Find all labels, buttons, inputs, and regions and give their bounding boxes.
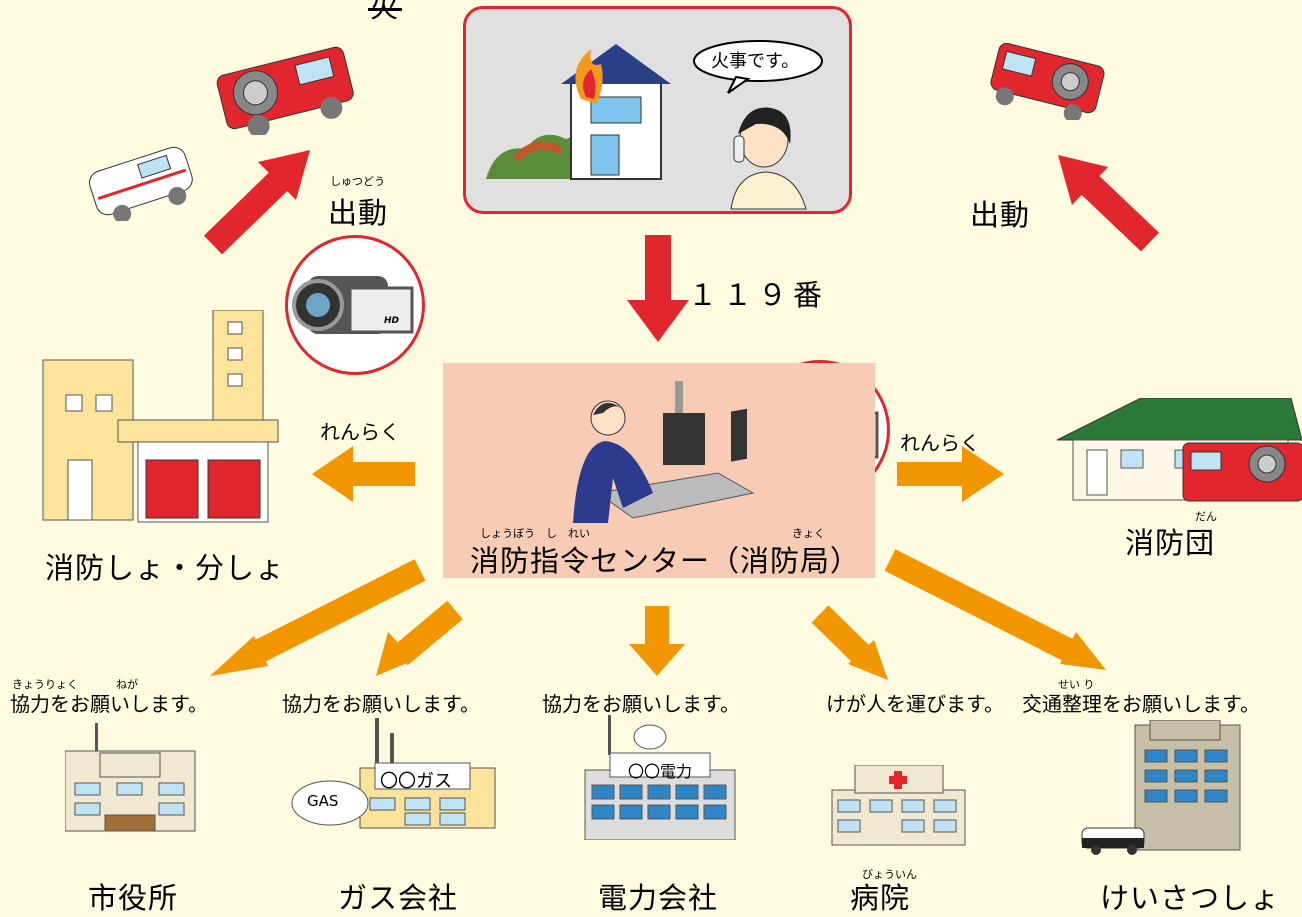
power-company-label: 電力会社	[598, 881, 719, 915]
police-label: けいさつしょ	[1100, 881, 1281, 915]
fire-scene-panel: 火事です。	[463, 6, 852, 214]
power-company-illustration	[584, 715, 736, 840]
fire-brigade-engine-icon	[990, 42, 1105, 120]
dispatch-left-ruby: しゅつどう	[330, 175, 385, 188]
hospital-name-ruby: びょういん	[862, 868, 917, 881]
camera-circle-left: HD	[285, 235, 425, 375]
top-underline	[368, 8, 402, 11]
arrow-to-police	[884, 549, 1106, 670]
contact-left-label: れんらく	[320, 420, 400, 444]
fire-brigade-house-illustration	[1056, 398, 1302, 502]
top-partial-glyph: 火	[370, 0, 399, 24]
dispatch-arrow-left	[203, 150, 310, 255]
contact-arrow-left	[312, 446, 415, 502]
fire-station-label: 消防しょ・分しょ	[45, 551, 286, 585]
dispatch-left-label: 出動	[328, 196, 389, 230]
city-hall-label: 市役所	[88, 881, 179, 915]
arrow-to-hospital	[811, 605, 888, 680]
arrow-to-power-company	[629, 606, 685, 676]
city-hall-illustration	[65, 723, 196, 832]
hospital-message: けが人を運びます。	[826, 692, 1004, 716]
dispatcher-illustration	[573, 381, 755, 523]
video-camera-icon	[292, 276, 414, 334]
fire-station-illustration	[42, 310, 279, 523]
dispatch-arrow-right	[1058, 155, 1159, 252]
police-message: 交通整理をお願いします。	[1022, 692, 1260, 716]
gas-company-label: ガス会社	[338, 881, 459, 915]
contact-arrow-right	[897, 446, 1004, 502]
power-sign-text: 〇〇電力	[628, 762, 693, 781]
gas-sign-text: 〇〇ガス	[380, 771, 452, 792]
power-company-message: 協力をお願いします。	[542, 692, 740, 716]
arrow-to-gas-company	[376, 600, 463, 676]
arrow-to-city-hall	[210, 559, 426, 676]
gas-company-illustration	[291, 718, 496, 829]
police-msg-ruby: せい り	[1058, 678, 1095, 691]
call-arrow-down	[627, 235, 689, 342]
dispatch-right-label: 出動	[970, 198, 1031, 232]
city-hall-msg-ruby-1: きょうりょく	[12, 678, 78, 691]
center-ruby-shobo-shirei: しょうぼう し れい	[480, 527, 590, 540]
command-center-title: 消防指令センター（消防局）	[470, 544, 861, 578]
fire-brigade-label: 消防団	[1125, 526, 1216, 560]
burning-house-illustration	[486, 44, 671, 180]
center-ruby-kyoku: きょく	[792, 527, 825, 540]
gas-company-message: 協力をお願いします。	[282, 692, 480, 716]
police-station-illustration	[1081, 720, 1241, 855]
speech-bubble-text: 火事です。	[711, 51, 800, 72]
city-hall-msg-ruby-2: ねが	[116, 678, 138, 691]
camera-badge-left: HD	[384, 316, 400, 326]
fire-engine-icon	[216, 46, 354, 135]
fire-brigade-ruby: だん	[1195, 510, 1217, 523]
caller-woman-illustration	[730, 107, 807, 210]
command-center-panel	[443, 363, 875, 578]
ambulance-icon	[88, 146, 193, 221]
hospital-label: 病院	[850, 881, 911, 915]
speech-bubble	[693, 40, 823, 94]
city-hall-message: 協力をお願いします。	[10, 692, 208, 716]
hospital-illustration	[831, 765, 966, 846]
contact-right-label: れんらく	[900, 431, 980, 455]
call-number-label: １１９番	[688, 278, 829, 312]
gas-tank-text: GAS	[307, 792, 339, 810]
